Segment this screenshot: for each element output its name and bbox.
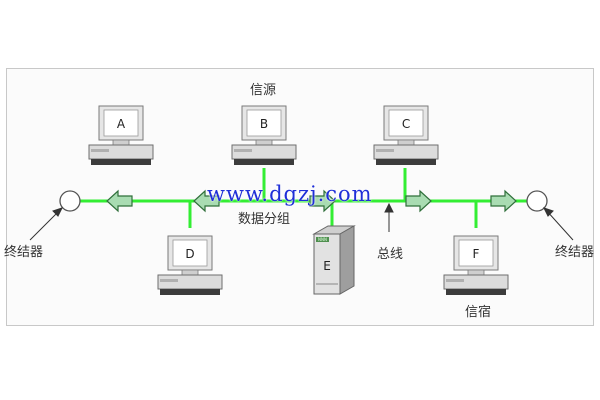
terminator-left	[59, 190, 81, 212]
computer-c: C	[373, 105, 439, 166]
packet-label: 数据分组	[238, 212, 291, 227]
destination-label: 信宿	[465, 305, 492, 320]
computer-f: F	[443, 235, 509, 296]
computer-c-label: C	[402, 117, 410, 131]
pointer-bus	[384, 202, 394, 232]
computer-b: B	[231, 105, 297, 166]
server-e: NNN E	[312, 225, 356, 295]
watermark: www.dgzj.com	[207, 182, 373, 206]
terminator-right-label: 终结器	[555, 245, 595, 260]
computer-d-label: D	[185, 247, 194, 261]
computer-b-label: B	[260, 117, 268, 131]
terminator-left-label: 终结器	[4, 245, 44, 260]
computer-d: D	[157, 235, 223, 296]
computer-f-label: F	[473, 247, 480, 261]
arrow-right-2	[405, 190, 432, 212]
arrow-left-1	[106, 190, 133, 212]
terminator-right	[526, 190, 548, 212]
source-label: 信源	[250, 83, 277, 98]
computer-a-label: A	[117, 117, 126, 131]
server-badge: NNN	[318, 237, 327, 242]
arrow-right-3	[490, 190, 517, 212]
computer-a: A	[88, 105, 154, 166]
bus-label: 总线	[377, 247, 404, 262]
server-e-label: E	[323, 259, 331, 273]
pointer-terminator-left	[29, 207, 63, 241]
pointer-terminator-right	[543, 207, 574, 241]
